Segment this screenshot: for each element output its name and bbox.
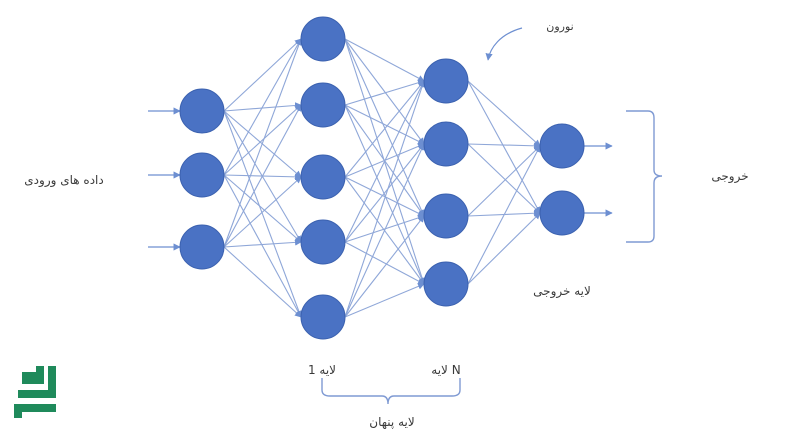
layer-1-label: لایه 1 (308, 363, 336, 377)
connection-edge (344, 104, 425, 285)
connection-edge (344, 104, 425, 145)
connection-edge (344, 79, 425, 106)
neuron-node (300, 219, 346, 265)
io-arrows (148, 107, 613, 251)
connection-edge (223, 104, 302, 248)
connection-edge (223, 38, 303, 248)
connection-edge (344, 38, 425, 82)
connection-edge (344, 80, 426, 318)
connection-edge (344, 80, 425, 178)
connection-edge (223, 38, 302, 112)
neuron-pointer-arrow (485, 27, 523, 61)
hidden-layer-brace (321, 378, 461, 405)
connection-edge (467, 80, 541, 214)
input-data-label: داده های ورودی (24, 173, 103, 188)
neurons (179, 16, 585, 340)
connection-edge (344, 38, 425, 217)
neuron-node (300, 154, 346, 200)
connection-edge (344, 143, 425, 243)
connection-edge (223, 104, 302, 176)
connection-edge (467, 143, 541, 214)
output-brace (626, 110, 663, 243)
brand-logo-icon (14, 366, 56, 418)
neuron-node (179, 88, 225, 134)
connection-edge (467, 80, 541, 147)
neuron-node (300, 294, 346, 340)
neuron-node (423, 121, 469, 167)
connection-edge (344, 283, 425, 318)
neuron-node (300, 82, 346, 128)
connection-edge (223, 239, 302, 248)
neuron-node (539, 123, 585, 169)
connection-edge (467, 142, 541, 150)
connections (223, 38, 541, 318)
neuron-node (423, 261, 469, 307)
connection-edge (223, 246, 302, 318)
connection-edge (467, 145, 541, 217)
neuron-label: نورون (546, 20, 573, 33)
output-label: خروجی (711, 169, 748, 184)
connection-edge (344, 80, 425, 243)
neuron-node (300, 16, 346, 62)
neuron-node (423, 58, 469, 104)
layer-n-label: لایه N (431, 363, 460, 377)
output-layer-label: لایه خروجی (533, 284, 591, 299)
connection-edge (344, 241, 425, 285)
connection-edge (467, 212, 541, 285)
connection-edge (344, 143, 425, 318)
connection-edge (467, 145, 541, 285)
connection-edge (344, 215, 425, 318)
neuron-node (539, 190, 585, 236)
connection-edge (223, 110, 303, 318)
connection-edge (223, 38, 302, 176)
connection-edge (223, 174, 302, 318)
connection-edge (223, 174, 302, 243)
connection-edge (344, 176, 425, 217)
hidden-layer-label: لایه پنهان (369, 415, 414, 429)
neuron-node (179, 152, 225, 198)
neuron-node (423, 193, 469, 239)
connection-edge (344, 38, 425, 145)
connection-edge (344, 214, 425, 243)
connection-edge (223, 176, 302, 248)
neuron-node (179, 224, 225, 270)
